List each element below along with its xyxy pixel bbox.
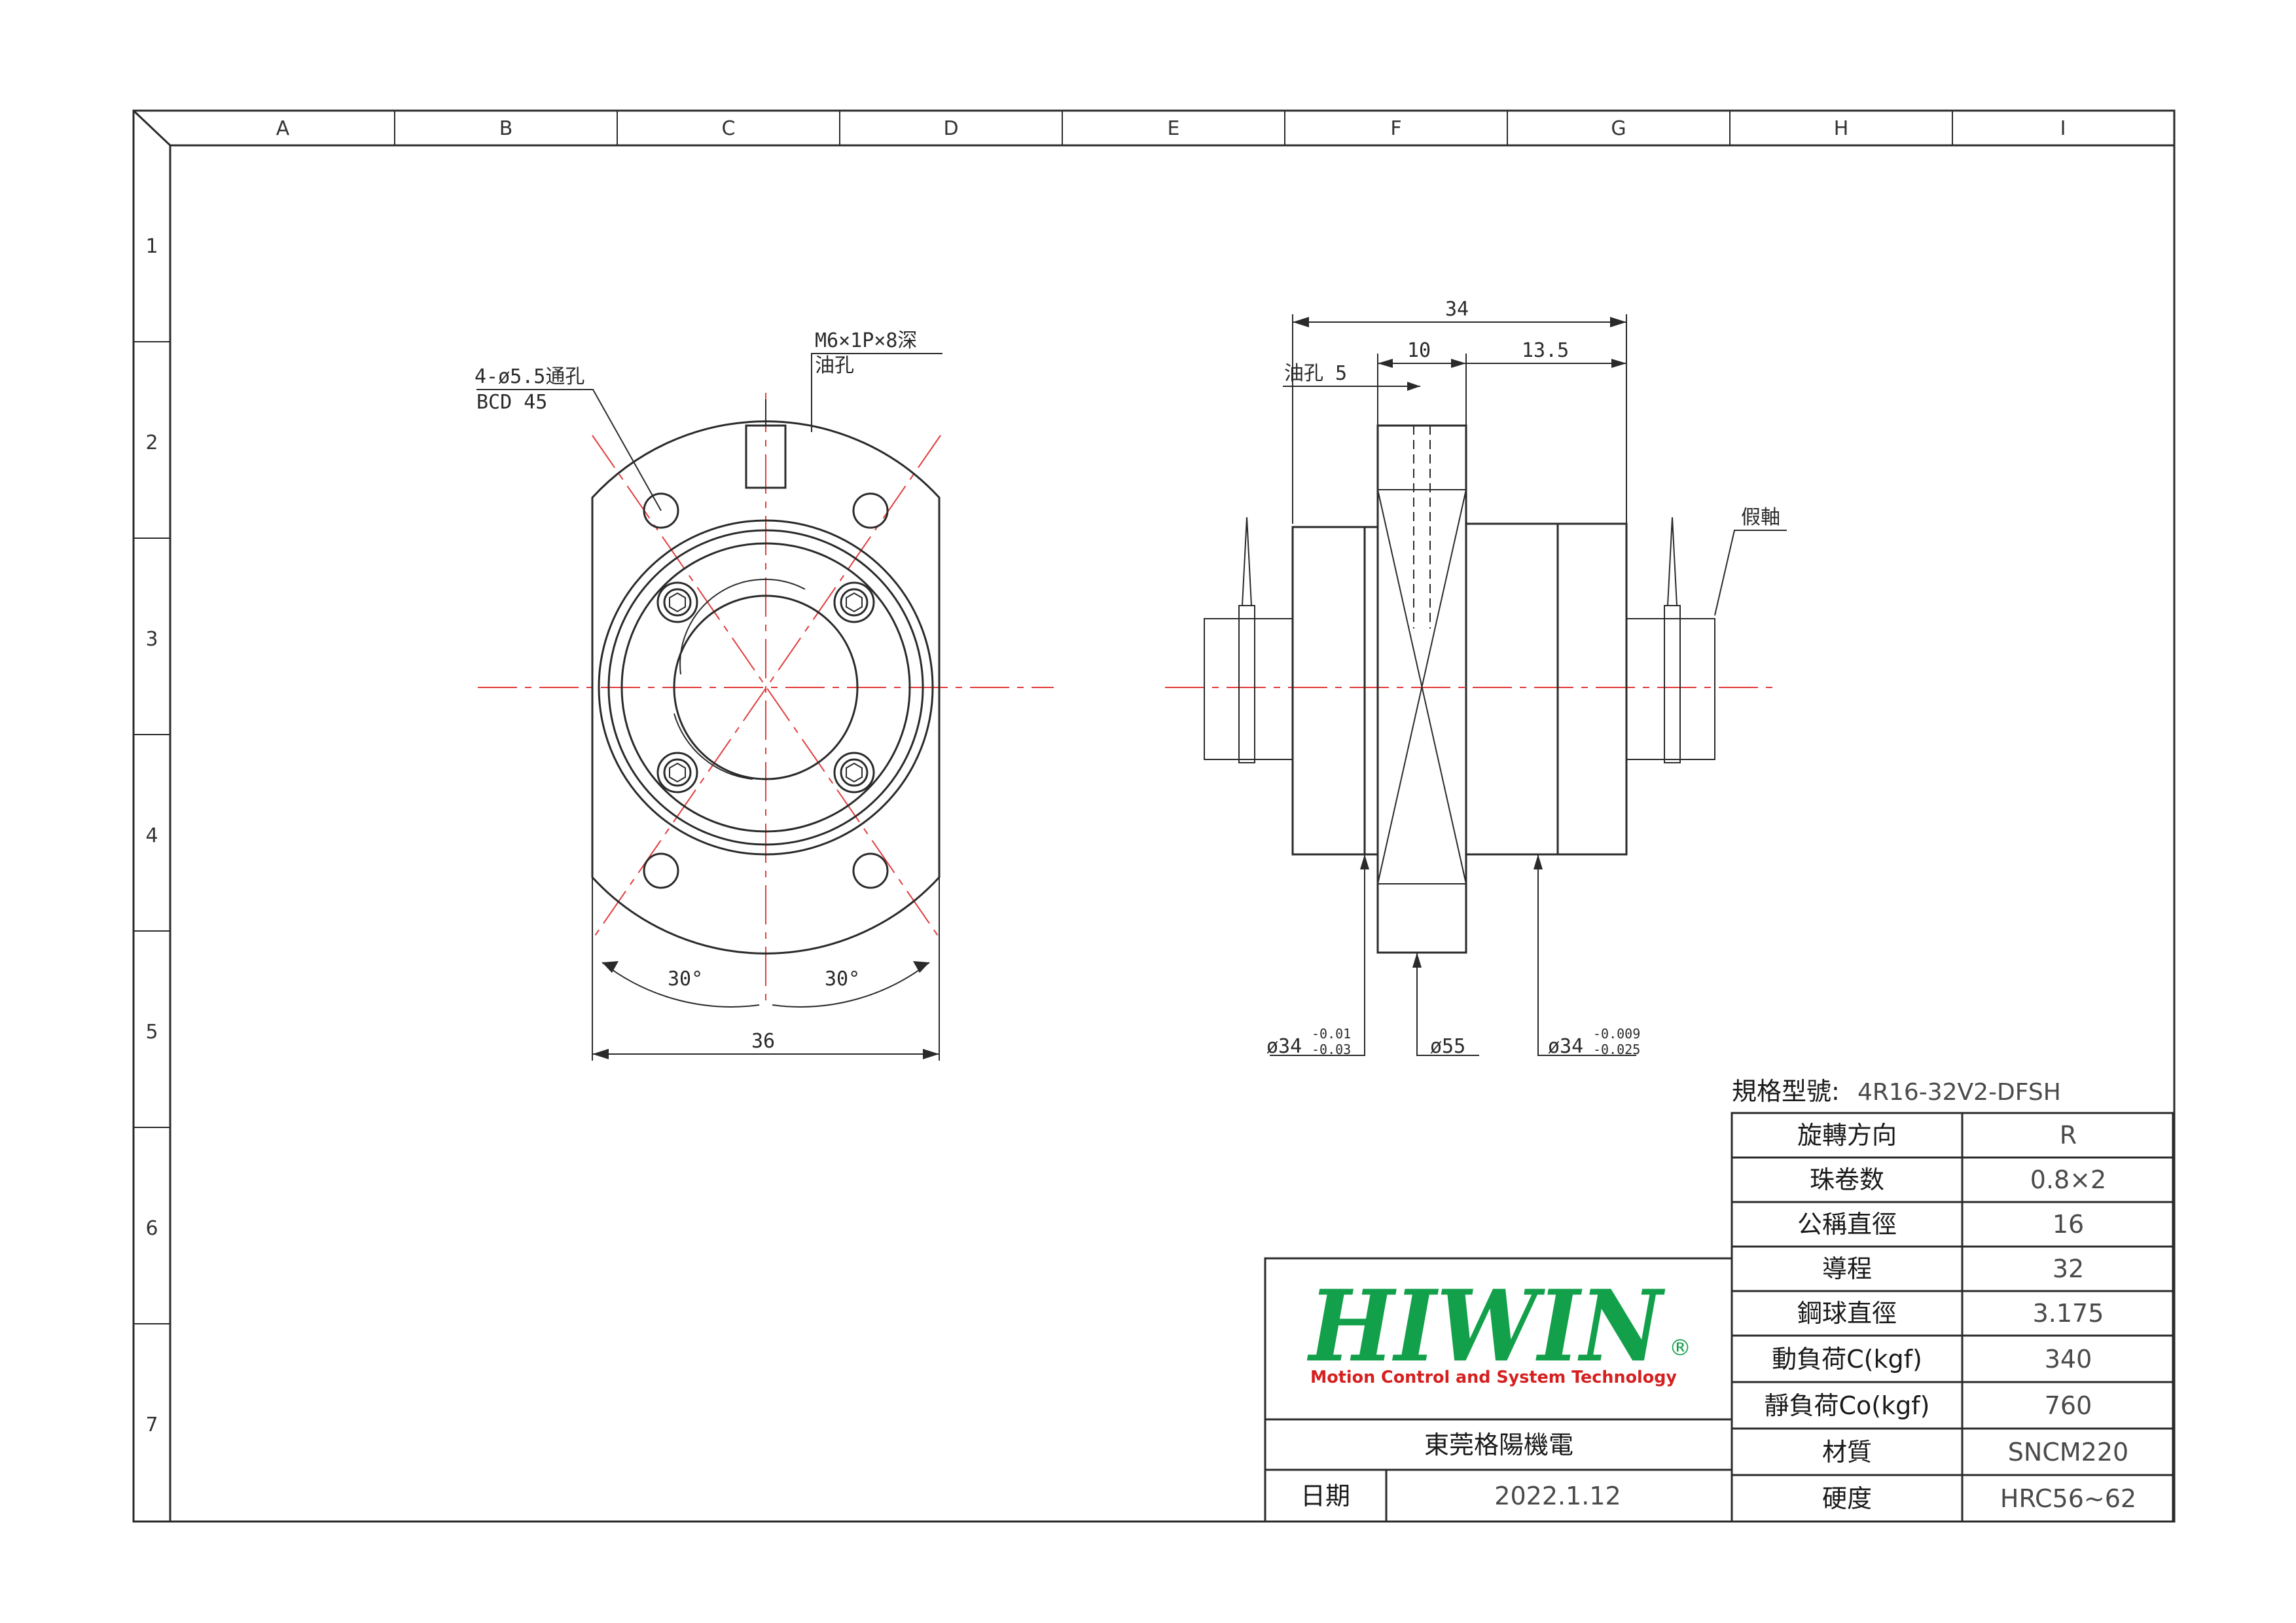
dummy-shaft-label: 假軸: [1741, 506, 1780, 529]
date-label: 日期: [1300, 1482, 1350, 1510]
company-name: 東莞格陽機電: [1424, 1431, 1573, 1459]
spec-value: 0.8×2: [2030, 1165, 2106, 1194]
flange-width: 10: [1407, 339, 1431, 362]
diameter-flange: ø55: [1430, 1035, 1465, 1058]
overall-length: 34: [1445, 298, 1469, 321]
spec-label: 導程: [1822, 1254, 1872, 1283]
model-value: 4R16-32V2-DFSH: [1857, 1079, 2061, 1106]
spec-label: 硬度: [1822, 1484, 1872, 1513]
hiwin-logo: HIWIN: [1306, 1269, 1665, 1384]
drawing-frame: [132, 109, 2176, 1523]
spec-label: 材質: [1822, 1438, 1872, 1467]
spec-label: 靜負荷Co(kgf): [1765, 1391, 1930, 1420]
column-label: G: [1611, 117, 1626, 140]
title-block: HIWIN ® Motion Control and System Techno…: [1264, 1257, 1733, 1523]
spec-value: 760: [2045, 1391, 2092, 1420]
bcd-note: BCD 45: [476, 391, 547, 414]
column-label: A: [276, 117, 290, 140]
angle-left: 30°: [668, 968, 703, 991]
column-labels: A B C D E F G H I: [276, 117, 2066, 140]
row-label: 2: [145, 431, 158, 454]
spec-value: 32: [2053, 1254, 2084, 1283]
column-label: F: [1390, 117, 1401, 140]
spec-value: HRC56~62: [2000, 1484, 2136, 1513]
spec-value: 340: [2045, 1345, 2092, 1374]
thread-note: M6×1P×8深: [815, 329, 917, 352]
diameter-left-tol-lower: -0.03: [1312, 1042, 1351, 1057]
angle-right: 30°: [825, 968, 860, 991]
column-label: H: [1834, 117, 1849, 140]
diameter-left: ø34: [1266, 1035, 1302, 1058]
diameter-right-tol-upper: -0.009: [1593, 1026, 1640, 1042]
registered-mark: ®: [1669, 1335, 1691, 1361]
hole-note: 4-ø5.5通孔: [475, 365, 584, 388]
row-labels: 1 2 3 4 5 6 7: [145, 235, 158, 1436]
date-value: 2022.1.12: [1494, 1482, 1621, 1510]
row-label: 1: [145, 235, 158, 258]
spec-value: 3.175: [2033, 1299, 2104, 1328]
model-label: 規格型號:: [1732, 1077, 1840, 1106]
row-label: 4: [145, 824, 158, 847]
spec-label: 旋轉方向: [1797, 1121, 1897, 1150]
screw-top-left: [656, 581, 698, 623]
spec-label: 動負荷C(kgf): [1772, 1345, 1922, 1374]
screw-top-right: [833, 581, 875, 623]
spec-value: 16: [2053, 1210, 2084, 1239]
row-label: 7: [145, 1413, 158, 1436]
row-label: 6: [145, 1217, 158, 1240]
spec-label: 珠卷数: [1810, 1165, 1884, 1194]
spec-value: R: [2060, 1121, 2077, 1150]
row-label: 3: [145, 628, 158, 651]
oil-hole-dimension: 油孔 5: [1284, 362, 1347, 385]
diameter-right: ø34: [1548, 1035, 1583, 1058]
row-label: 5: [145, 1021, 158, 1044]
spec-value: SNCM220: [2008, 1438, 2128, 1467]
column-label: E: [1168, 117, 1180, 140]
spec-label: 公稱直徑: [1797, 1210, 1897, 1239]
column-label: C: [722, 117, 736, 140]
column-label: D: [943, 117, 958, 140]
diameter-right-tol-lower: -0.025: [1593, 1042, 1640, 1057]
side-view: 34 10 13.5 油孔 5 假軸 ø34 -0.01 -0.03 ø55 ø…: [1165, 298, 1787, 1058]
column-label: I: [2060, 117, 2066, 140]
oil-hole-note: 油孔: [815, 354, 854, 377]
front-view: 4-ø5.5通孔 BCD 45 M6×1P×8深 油孔 30° 30° 36: [475, 329, 1054, 1061]
column-label: B: [499, 117, 513, 140]
spec-table: 規格型號: 4R16-32V2-DFSH 旋轉方向 R 珠卷数 0.8×2 公稱…: [1731, 1077, 2174, 1523]
width-dimension: 36: [751, 1030, 775, 1053]
screw-bottom-left: [656, 752, 698, 793]
spec-label: 鋼球直徑: [1797, 1299, 1897, 1328]
tagline: Motion Control and System Technology: [1310, 1368, 1677, 1387]
screw-bottom-right: [833, 752, 875, 793]
diameter-left-tol-upper: -0.01: [1312, 1026, 1351, 1042]
body-length: 13.5: [1522, 339, 1569, 362]
